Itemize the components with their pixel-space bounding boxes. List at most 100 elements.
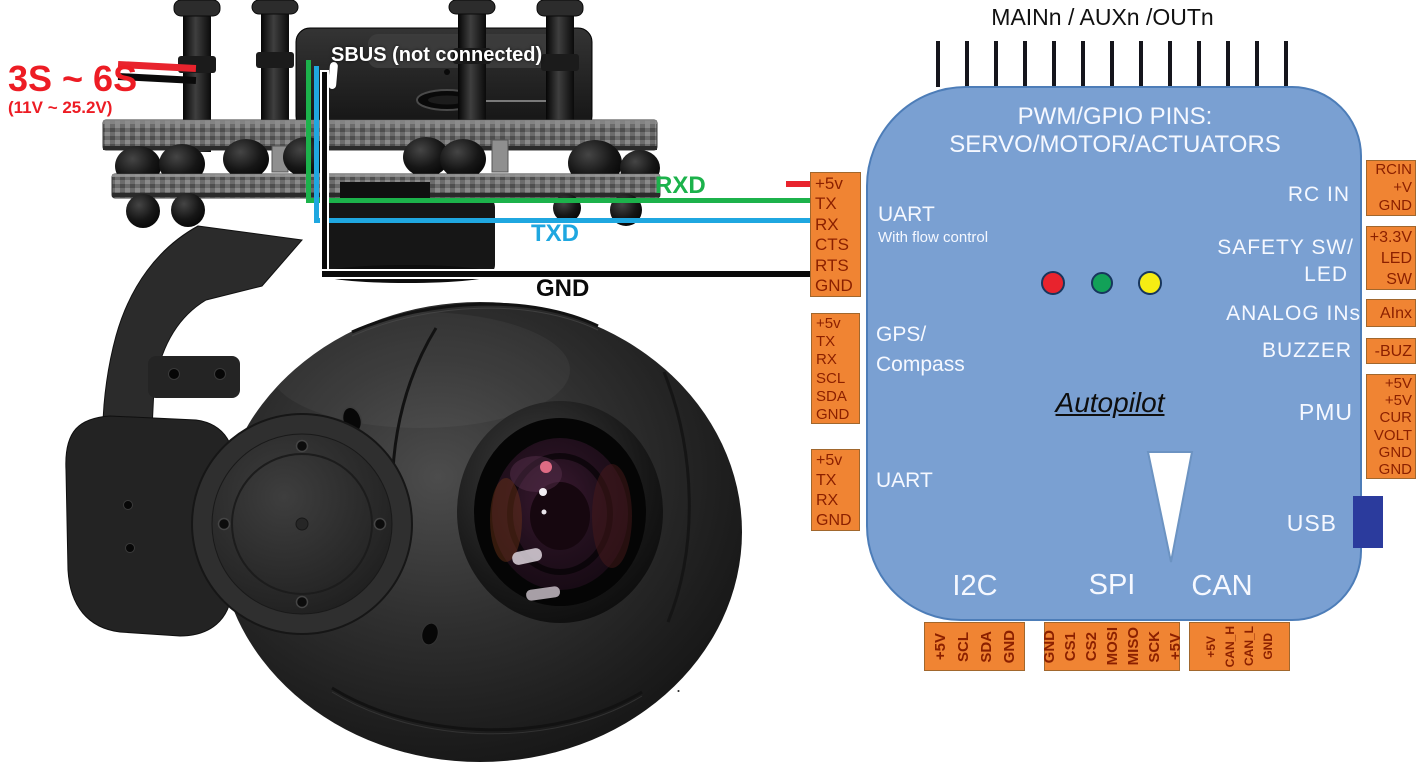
status-led-green <box>1091 272 1113 294</box>
pmu-label: PMU <box>1298 399 1353 425</box>
pin-tick <box>1081 41 1085 87</box>
pin-tick <box>1139 41 1143 87</box>
standoff <box>491 139 509 173</box>
pin-label: LED <box>1380 250 1412 267</box>
pin-label: +5v <box>816 315 841 332</box>
pin-tick <box>1284 41 1288 87</box>
uart2-label: UART <box>876 469 933 492</box>
pin-label: GND <box>815 276 853 296</box>
txd-wire-vertical <box>314 66 319 219</box>
autopilot-block <box>866 86 1362 621</box>
pin-label: GND <box>816 512 852 529</box>
usb-label: USB <box>1286 510 1337 536</box>
pin-label: GND <box>1378 461 1412 479</box>
analog-port: AInx <box>1366 299 1416 327</box>
camera-lens <box>457 401 663 623</box>
status-led-red <box>1041 271 1065 295</box>
rxd-wire-horizontal <box>306 198 817 203</box>
safety-led-label: LED <box>1304 263 1348 286</box>
battery-voltage-label: (11V ~ 25.2V) <box>8 98 113 117</box>
gps-label-line1: GPS/ <box>876 323 927 346</box>
pin-label: +5v <box>815 174 843 193</box>
pin-label: RX <box>815 214 839 234</box>
roll-motor-cap <box>191 413 413 635</box>
i2c-port: +5V SCL SDA GND <box>924 622 1025 671</box>
pin-label: GND <box>1261 633 1275 660</box>
pin-label: GND <box>1378 197 1412 214</box>
analog-ins-label: ANALOG INs <box>1226 302 1361 325</box>
yaw-motor-drum <box>320 182 495 283</box>
5v-wire-stub <box>786 181 813 187</box>
spi-label: SPI <box>1088 569 1136 601</box>
autopilot-name: Autopilot <box>1055 387 1165 418</box>
pin-tick <box>936 41 940 87</box>
pin-label: AInx <box>1379 305 1412 322</box>
pin-label: CUR <box>1379 409 1413 427</box>
safety-sw-label: SAFETY SW/ <box>1217 236 1354 259</box>
pin-label: CS1 <box>1061 631 1079 662</box>
can-port: +5V CAN_H CAN_L GND <box>1189 622 1290 671</box>
pin-label: SCL <box>954 631 972 662</box>
pin-label: +5V <box>1384 392 1412 410</box>
pin-label: SDA <box>816 387 847 405</box>
pin-label: -BUZ <box>1374 343 1412 360</box>
pin-label: RX <box>816 351 837 369</box>
pin-label: +5V <box>1384 375 1412 392</box>
pin-label: CTS <box>815 235 849 255</box>
main-out-pin-ticks <box>936 41 1288 87</box>
usb-connector <box>1353 496 1383 548</box>
can-label: CAN <box>1191 570 1253 602</box>
arrow-marker <box>1146 451 1194 563</box>
pin-label: GND <box>816 406 850 424</box>
pin-label: VOLT <box>1373 426 1412 444</box>
pin-tick <box>1226 41 1230 87</box>
pin-label: +5V <box>931 632 949 661</box>
stray-dot: . <box>676 676 682 696</box>
pin-label: GND <box>1000 629 1018 664</box>
pin-label: CS2 <box>1082 631 1100 662</box>
sbus-label: SBUS (not connected) <box>331 44 543 66</box>
pin-label: TX <box>816 333 836 351</box>
pin-label: RCIN <box>1375 161 1412 178</box>
rc-in-label: RC IN <box>1287 183 1350 206</box>
gnd-wire-horizontal <box>320 269 819 279</box>
buzzer-port: -BUZ <box>1366 338 1416 364</box>
uart-flow-label: UART <box>878 203 935 226</box>
pin-label: SCK <box>1145 630 1163 663</box>
ball-vent-hole <box>421 622 439 646</box>
pin-tick <box>1197 41 1201 87</box>
pin-label: MISO <box>1124 627 1142 666</box>
pin-label: CAN_H <box>1223 625 1237 668</box>
pin-label: SDA <box>977 630 995 663</box>
pin-label: SCL <box>816 369 846 387</box>
pin-tick <box>1168 41 1172 87</box>
pin-tick <box>1110 41 1114 87</box>
gps-label-line2: Compass <box>876 353 965 376</box>
pin-label: +5V <box>1204 635 1218 658</box>
pin-label: +V <box>1393 179 1412 196</box>
pin-label: CAN_L <box>1242 626 1256 667</box>
main-aux-out-label: MAINn / AUXn /OUTn <box>991 4 1214 30</box>
pin-label: +5V <box>1166 632 1184 661</box>
pin-tick <box>994 41 998 87</box>
pin-label: +3.3V <box>1369 229 1412 246</box>
pin-label: +5v <box>816 452 843 469</box>
pin-tick <box>1255 41 1259 87</box>
txd-wire-horizontal <box>314 218 817 223</box>
pin-label: TX <box>815 194 837 214</box>
pin-label: TX <box>816 472 837 489</box>
pin-label: MOSI <box>1103 627 1121 666</box>
pin-label: RX <box>816 492 839 509</box>
rxd-wire-vertical <box>306 60 311 202</box>
uart-flow-sublabel: With flow control <box>878 229 989 246</box>
pin-tick <box>1023 41 1027 87</box>
pin-label: GND <box>1040 629 1058 664</box>
pin-tick <box>1052 41 1056 87</box>
